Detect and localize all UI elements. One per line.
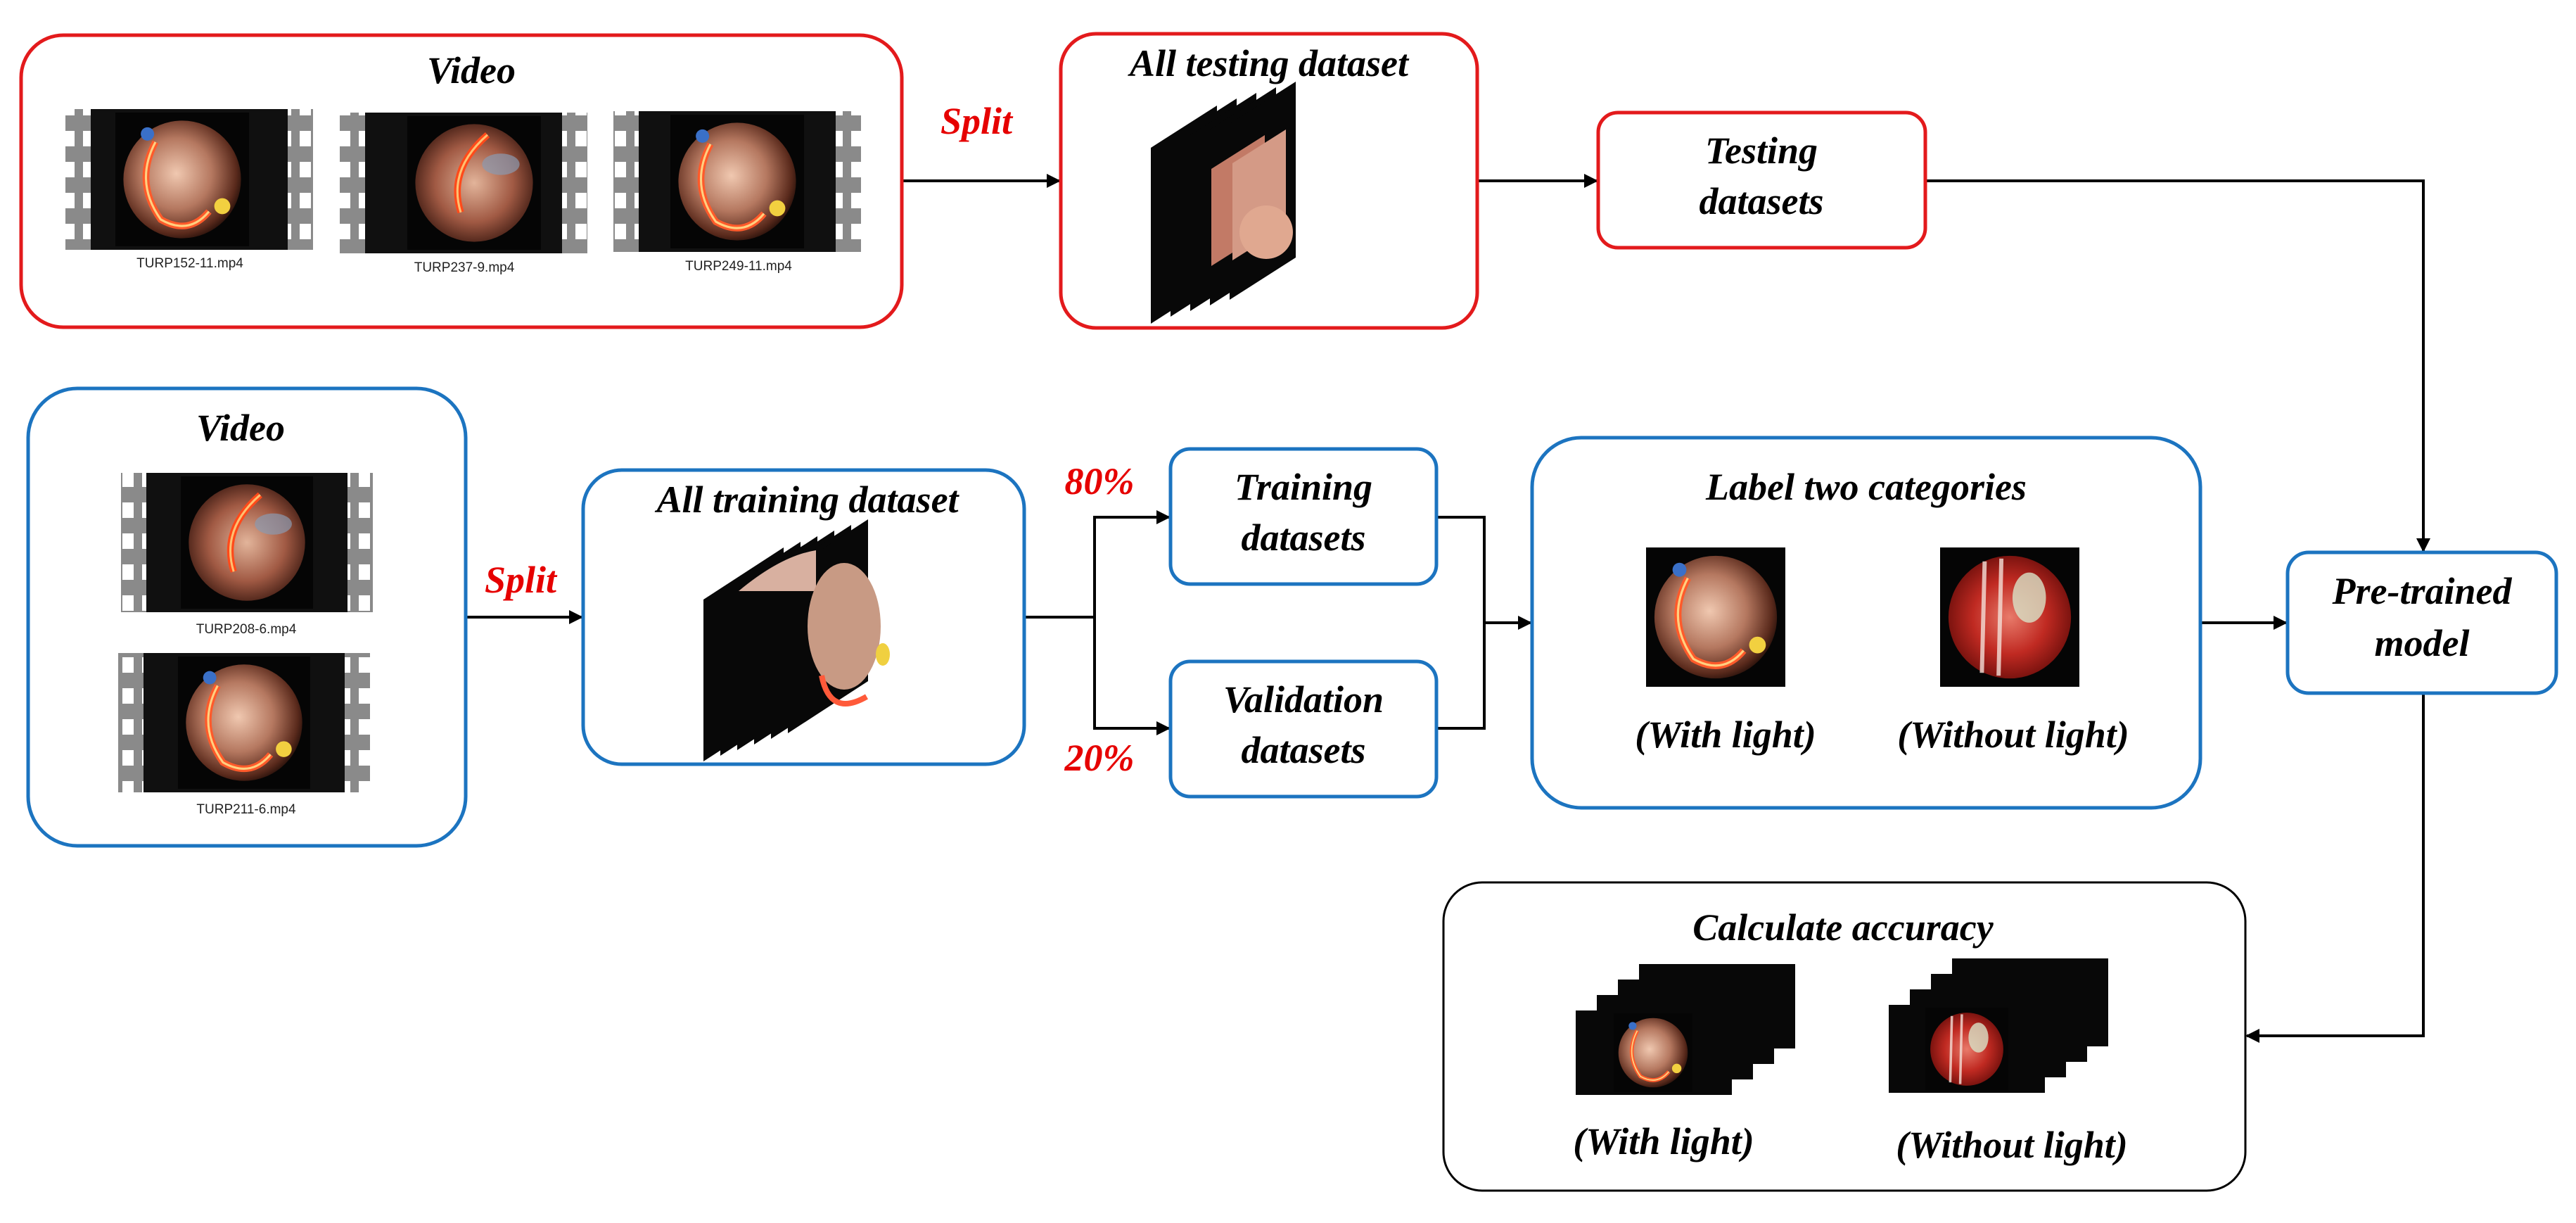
validation-datasets-line1: Validation xyxy=(1223,678,1384,721)
validation-datasets-line2: datasets xyxy=(1241,729,1365,771)
test-video-panel: Video TURP152-11.mp4 TURP237-9.mp4 TURP2… xyxy=(19,33,904,329)
test-split-label: Split xyxy=(941,100,1014,142)
training-datasets-node: Training datasets xyxy=(1168,447,1439,586)
pct-train-label: 80% xyxy=(1065,460,1135,502)
testing-datasets-line2: datasets xyxy=(1699,180,1823,222)
with-light-label: (With light) xyxy=(1635,714,1816,756)
without-light-stack xyxy=(1889,958,2108,1093)
without-light-sample xyxy=(1940,547,2079,687)
training-datasets-line2: datasets xyxy=(1241,517,1365,559)
merge-bracket xyxy=(1436,516,1486,730)
clip-caption: TURP208-6.mp4 xyxy=(196,622,297,637)
clip-caption: TURP249-11.mp4 xyxy=(685,259,792,274)
arrow-to-validation-datasets xyxy=(1093,617,1171,735)
video-thumbnail: TURP208-6.mp4 xyxy=(121,473,373,637)
pretrained-model-line2: model xyxy=(2375,622,2470,664)
calc-accuracy-panel: Calculate accuracy (With light) (Without… xyxy=(1442,881,2247,1192)
validation-datasets-box xyxy=(1168,659,1439,799)
without-light-label: (Without light) xyxy=(1897,714,2129,756)
all-testing-title: All testing dataset xyxy=(1128,42,1410,84)
label-categories-title: Label two categories xyxy=(1705,466,2027,508)
with-light-stack xyxy=(1576,964,1795,1095)
testing-datasets-node: Testing datasets xyxy=(1596,110,1927,250)
connectors xyxy=(466,174,2430,1043)
clip-caption: TURP237-9.mp4 xyxy=(414,260,515,275)
train-video-panel: Video TURP208-6.mp4 TURP211-6.mp4 xyxy=(26,386,468,848)
accuracy-with-light-label: (With light) xyxy=(1573,1120,1754,1162)
frame-stack-icon xyxy=(1151,82,1296,324)
arrow-to-training-datasets xyxy=(1024,510,1171,619)
test-video-title: Video xyxy=(427,49,516,91)
all-training-panel: All training dataset xyxy=(581,468,1026,766)
clip-caption: TURP152-11.mp4 xyxy=(136,256,243,271)
pct-val-label: 20% xyxy=(1064,737,1135,779)
label-categories-box xyxy=(1530,436,2202,810)
validation-datasets-node: Validation datasets xyxy=(1168,659,1439,799)
frame-stack-icon xyxy=(703,519,890,761)
video-thumbnail: TURP211-6.mp4 xyxy=(118,653,370,817)
arrow-pretrained-to-accuracy xyxy=(2245,693,2425,1043)
calc-accuracy-title: Calculate accuracy xyxy=(1692,906,1994,949)
training-datasets-box xyxy=(1168,447,1439,586)
clip-caption: TURP211-6.mp4 xyxy=(196,802,296,817)
testing-datasets-box xyxy=(1596,110,1927,250)
pretrained-model-line1: Pre-trained xyxy=(2332,570,2513,612)
train-split-label: Split xyxy=(485,559,558,601)
with-light-sample xyxy=(1646,547,1785,687)
testing-datasets-line1: Testing xyxy=(1705,129,1818,172)
video-thumbnail: TURP152-11.mp4 xyxy=(65,109,313,271)
training-datasets-line1: Training xyxy=(1235,466,1372,508)
video-thumbnail: TURP237-9.mp4 xyxy=(340,113,587,275)
label-categories-panel: Label two categories (With light) (Witho… xyxy=(1530,436,2202,810)
pretrained-model-box xyxy=(2285,550,2558,695)
accuracy-without-light-label: (Without light) xyxy=(1896,1124,2128,1166)
all-testing-panel: All testing dataset xyxy=(1059,32,1479,330)
train-video-title: Video xyxy=(196,407,285,449)
pretrained-model-node: Pre-trained model xyxy=(2285,550,2558,695)
arrow-testing-to-pretrained xyxy=(1925,179,2430,552)
all-training-title: All training dataset xyxy=(654,479,959,521)
video-thumbnail: TURP249-11.mp4 xyxy=(613,111,861,274)
